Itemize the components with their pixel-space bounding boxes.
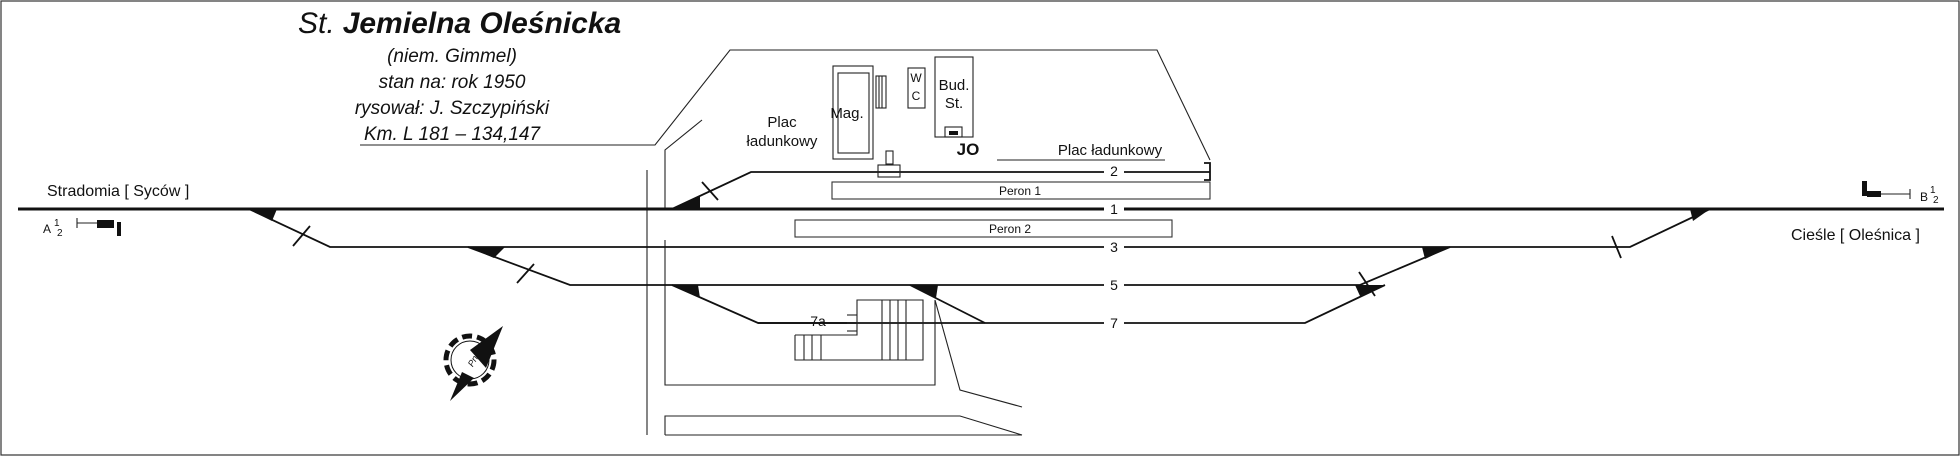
- turnout-wedge: [1422, 247, 1450, 259]
- turnout-wedges: [249, 196, 1710, 298]
- derailer-mark: [516, 263, 535, 284]
- platform-1-label: Peron 1: [999, 184, 1041, 198]
- compass-rose: Pn: [443, 326, 503, 401]
- track-1-number: 1: [1110, 201, 1118, 217]
- track-7: [671, 284, 1386, 324]
- loading-gauge-post: [885, 150, 894, 165]
- signal-b: B 1 2: [1862, 181, 1939, 206]
- derailer-mark: [1358, 271, 1376, 297]
- platforms: Peron 1 Peron 2: [794, 181, 1211, 238]
- area-outline-south-2: [664, 415, 1023, 436]
- svg-text:2: 2: [57, 228, 63, 239]
- track-labels: 2 1 3 5 7 7a: [810, 162, 1124, 331]
- west-direction-label: Stradomia [ Syców ]: [47, 183, 189, 200]
- station-building-label-2: St.: [945, 95, 963, 112]
- svg-text:B: B: [1920, 190, 1928, 204]
- tracks: [18, 162, 1944, 324]
- turnout-wedge: [672, 196, 700, 209]
- loading-yard-label-3: Plac ładunkowy: [1058, 142, 1163, 159]
- track-3-number: 3: [1110, 239, 1118, 255]
- svg-text:St.Jemielna Oleśnicka: St.Jemielna Oleśnicka: [298, 7, 621, 40]
- buildings: Mag. W C Bud. St. JO Plac ładunkowy Plac…: [747, 56, 1165, 178]
- derailer-mark: [701, 181, 719, 201]
- compass-south-arrow: [450, 372, 474, 401]
- east-direction-label: Cieśle [ Oleśnica ]: [1791, 227, 1920, 244]
- track-3: [248, 208, 1711, 248]
- wc-label-c: C: [912, 89, 921, 103]
- area-outline-loading: [664, 119, 703, 210]
- track-7a-number: 7a: [810, 313, 826, 329]
- turnout-wedge: [249, 209, 277, 221]
- turnout-wedge: [1355, 285, 1385, 296]
- title-block: St.Jemielna Oleśnicka (niem. Gimmel) sta…: [298, 7, 621, 145]
- platform-1: [831, 181, 1211, 200]
- track-5: [467, 246, 1451, 286]
- title-prefix: St.: [298, 7, 335, 40]
- station-building-label-1: Bud.: [939, 77, 970, 94]
- track-7-spur: [909, 284, 986, 324]
- platform-2-label: Peron 2: [989, 222, 1031, 236]
- area-outline-north: [360, 49, 1211, 161]
- track-2: [671, 171, 1210, 210]
- track-7-number: 7: [1110, 315, 1118, 331]
- derailer-mark: [1611, 235, 1622, 259]
- title-line-2: stan na: rok 1950: [379, 72, 526, 93]
- turnout-wedge: [1690, 209, 1710, 221]
- track-2-number: 2: [1110, 163, 1118, 179]
- buffer-stop-2: [1204, 162, 1211, 181]
- track-5-number: 5: [1110, 277, 1118, 293]
- platform-2: [794, 219, 1173, 238]
- station-name: Jemielna Oleśnicka: [343, 7, 622, 40]
- svg-text:2: 2: [1933, 195, 1939, 206]
- derailer-mark: [292, 225, 311, 247]
- derailers: [292, 181, 1622, 297]
- signal-a: A 1 2: [43, 218, 121, 239]
- title-line-1: (niem. Gimmel): [387, 46, 517, 67]
- warehouse-wall: [837, 72, 870, 154]
- jo-label: JO: [957, 140, 980, 159]
- turnout-wedge: [672, 285, 700, 298]
- warehouse-ramp: [875, 75, 887, 109]
- area-outline-south-1: [664, 240, 1023, 408]
- area-outlines: [360, 49, 1211, 436]
- warehouse-label: Mag.: [830, 105, 863, 122]
- loading-gauge: [877, 164, 901, 178]
- compass-label: Pn: [466, 354, 480, 369]
- loading-yard-label-1: Plac: [767, 114, 797, 131]
- loading-yard-label-2: ładunkowy: [747, 133, 818, 150]
- turnout-wedge: [468, 247, 505, 258]
- title-line-3: rysował: J. Szczypiński: [355, 98, 550, 119]
- svg-text:1: 1: [54, 218, 60, 229]
- turnout-wedge: [910, 285, 938, 298]
- title-line-4: Km. L 181 – 134,147: [364, 124, 541, 145]
- jo-equipment: [944, 126, 963, 138]
- head-ramp: [794, 299, 924, 361]
- compass-north-arrow: [470, 326, 503, 368]
- warehouse: [832, 65, 874, 160]
- wc-label-w: W: [910, 71, 922, 85]
- svg-text:1: 1: [1930, 185, 1936, 196]
- svg-text:A: A: [43, 222, 51, 236]
- wc-building: [907, 67, 926, 109]
